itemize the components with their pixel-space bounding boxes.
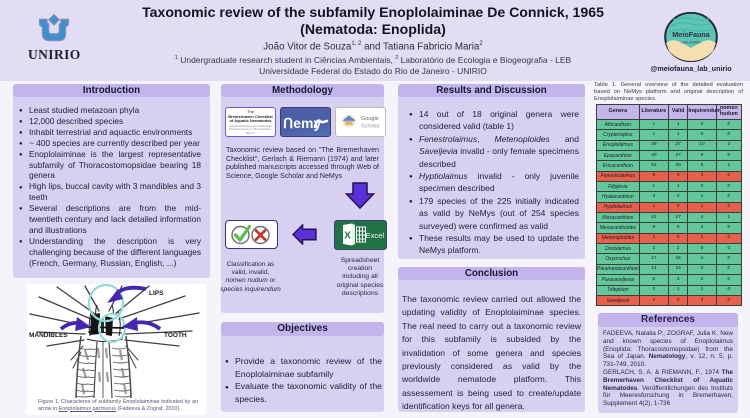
svg-text:Scholar: Scholar bbox=[361, 124, 380, 130]
svg-text:LIPS: LIPS bbox=[149, 290, 164, 297]
svg-text:X: X bbox=[344, 231, 351, 242]
svg-text:LAB UNIRIO: LAB UNIRIO bbox=[681, 41, 701, 45]
svg-text:TOOTH: TOOTH bbox=[164, 332, 187, 339]
svg-text:MANDIBLES: MANDIBLES bbox=[29, 332, 68, 339]
svg-text:Excel: Excel bbox=[366, 231, 385, 240]
svg-text:ᑎemy: ᑎemy bbox=[283, 115, 321, 131]
svg-text:MeioFauna: MeioFauna bbox=[672, 30, 711, 39]
svg-text:Google: Google bbox=[361, 116, 379, 122]
